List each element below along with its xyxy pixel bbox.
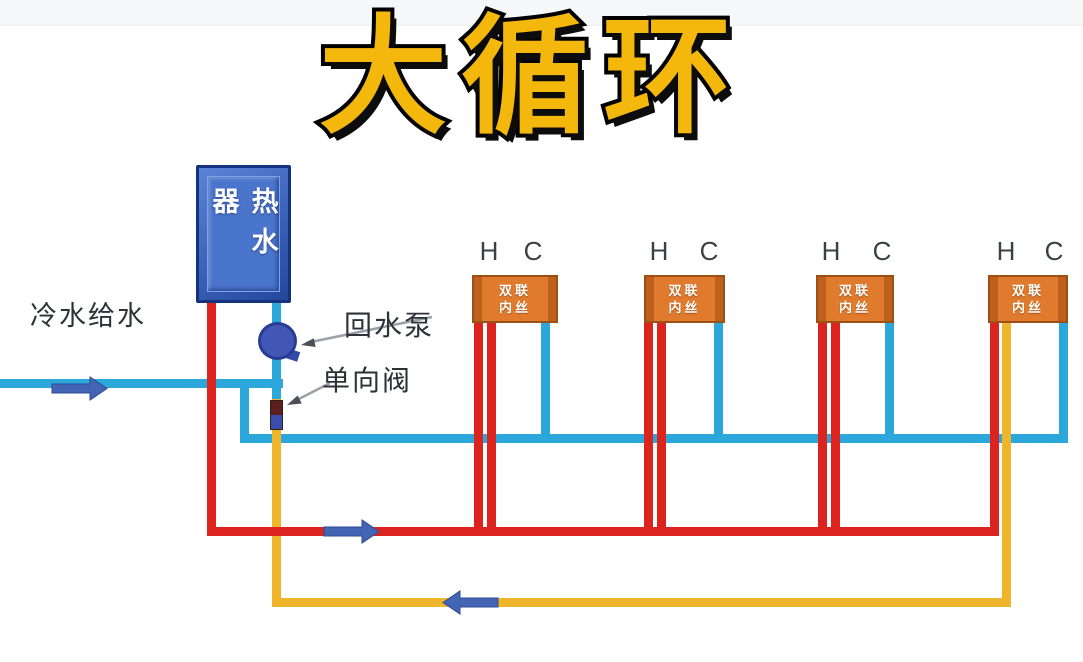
valve-leader-arrowhead [287,395,302,405]
fixture-box-2-line1: 双联 [668,283,701,298]
cold-branch-connector-pipe [240,379,249,443]
cold-distribution-main-pipe [240,434,1068,443]
hot-riser-1b-pipe [487,320,496,536]
fixture-2-cold-label: C [699,236,719,266]
hot-riser-3b-pipe [831,320,840,536]
check-valve [270,400,283,430]
fixture-box-2-line2: 内丝 [668,299,701,315]
fixture-1-cold-label: C [523,236,543,266]
check-valve-bottom [271,415,282,429]
cold-drop-pipe-3 [885,320,894,443]
hot-heater-outlet-pipe [207,297,216,536]
return-main-pipe [272,598,1011,607]
fixture-2-hot-label: H [649,236,669,266]
hot-main-pipe [207,527,999,536]
fixture-3-cold-label: C [872,236,892,266]
return-pump-label: 回水泵 [344,310,435,341]
fixture-box-4-line2: 内丝 [1011,299,1044,315]
water-heater-label: 热水器 [208,187,278,267]
fixture-box-3-line1: 双联 [838,283,871,298]
cold-drop-pipe-2 [714,320,723,443]
cold-drop-pipe-4 [1059,320,1068,443]
fixture-box-3-line2: 内丝 [838,299,871,315]
fixture-box-4: 双联 内丝 [988,275,1068,323]
pump-leader-arrowhead [301,338,316,347]
fixture-box-4-line1: 双联 [1011,283,1044,298]
fixture-3-hot-label: H [821,236,841,266]
fixture-4-hot-label: H [996,236,1016,266]
check-valve-label: 单向阀 [322,365,413,396]
hot-riser-3a-pipe [818,320,827,536]
hot-riser-2b-pipe [657,320,666,536]
hot-riser-1a-pipe [474,320,483,536]
water-heater-panel: 热水器 [207,176,280,292]
fixture-box-3: 双联 内丝 [816,275,894,323]
fixture-1-hot-label: H [479,236,499,266]
hot-riser-2a-pipe [644,320,653,536]
top-strip [0,0,1083,26]
fixture-box-2: 双联 内丝 [644,275,725,323]
return-riser-right-pipe [1002,320,1011,607]
fixture-box-1-line2: 内丝 [498,299,531,315]
cold-drop-pipe-1 [541,320,550,443]
cold-supply-main-pipe [0,379,283,388]
return-pump [258,322,297,360]
check-valve-top [271,401,282,415]
cold-supply-label: 冷水给水 [30,301,146,331]
fixture-box-1: 双联 内丝 [472,275,558,323]
water-heater: 热水器 [196,165,291,303]
title: 大循环 [315,2,745,153]
return-riser-left-pipe [272,428,281,607]
hot-riser-4-pipe [990,320,999,536]
fixture-4-cold-label: C [1044,236,1064,266]
fixture-box-1-line1: 双联 [498,283,531,298]
